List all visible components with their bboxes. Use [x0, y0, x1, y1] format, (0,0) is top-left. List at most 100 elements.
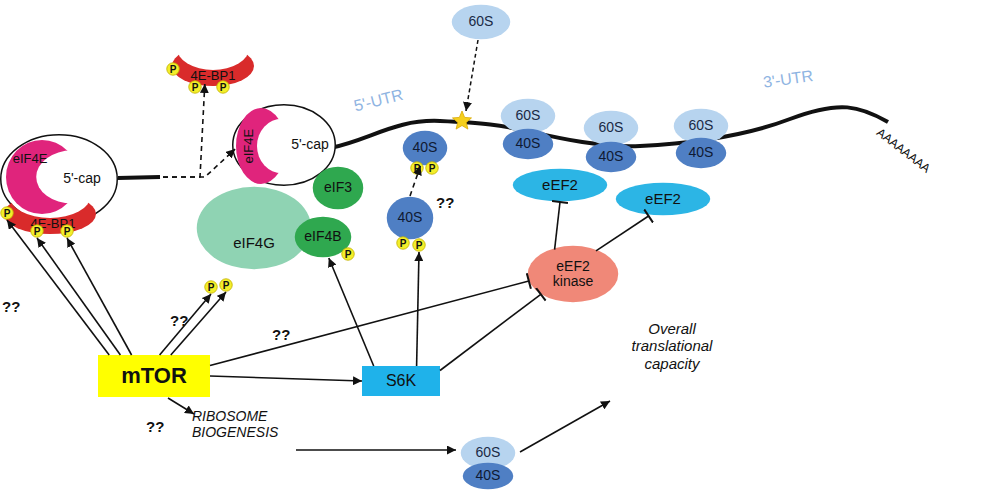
node-text-block: mTOR [98, 355, 210, 397]
ribosome-subunit-fill [463, 463, 514, 490]
elongation-factor-fill [616, 183, 711, 216]
node-label: 40S [398, 210, 423, 225]
activation-arrow [417, 252, 419, 366]
ribosome-subunit: 40S [675, 137, 727, 169]
pathway-arrow [296, 449, 456, 451]
phospho-site: P [60, 224, 74, 238]
node-text-block: 4E-BP1 [4, 194, 96, 234]
node-text-block: 40S [675, 137, 727, 169]
phospho-site: P [396, 236, 410, 250]
node-text-block: P [204, 280, 218, 294]
elongation-factor-fill [513, 169, 608, 202]
node-label: 40S [476, 468, 501, 483]
ribosome-subunit-fill [584, 111, 639, 146]
node-label: 40S [413, 140, 438, 155]
node-label: 60S [469, 14, 494, 29]
kinase-box: mTOR [98, 355, 210, 397]
node-label: P [64, 226, 71, 237]
ribosome-subunit: 60S [500, 98, 556, 134]
activation-arrow [7, 220, 109, 355]
node-label: eIF4E [13, 152, 48, 166]
edge-label: ?? [170, 312, 188, 329]
node-label: eEF2 [645, 191, 681, 208]
node-label: P [414, 163, 421, 174]
node-label: P [4, 208, 11, 219]
phospho-site: P [166, 62, 180, 76]
kinase-box-fill [362, 366, 440, 396]
node-text-block: 60S [451, 4, 511, 40]
node-text-block: P [425, 161, 439, 175]
process-label: RIBOSOME BIOGENESIS [192, 408, 292, 440]
inhibition-arrow [210, 281, 529, 366]
cap-binding-protein: eIF4E [236, 108, 286, 184]
ribosome-subunit: 40S [585, 141, 637, 173]
phospho-site-fill [189, 81, 202, 94]
node-text-block: 40S [462, 462, 514, 490]
node-label: eEF2 kinase [545, 259, 601, 290]
node-text-block: eEF2 [615, 182, 711, 216]
node-label: P [34, 226, 41, 237]
inhibition-arrow [440, 294, 541, 370]
phospho-site-fill [342, 248, 355, 261]
unknown-mark: ?? [436, 194, 454, 211]
ribosome-subunit: 40SPP [386, 196, 434, 240]
start-site-star [453, 111, 472, 129]
phospho-site-fill [217, 81, 230, 94]
phospho-site: P [425, 161, 439, 175]
node-label: S6K [386, 372, 416, 390]
binding-protein: 4E-BP1PPP [172, 46, 254, 86]
node-label: eIF3 [324, 180, 352, 195]
phospho-site: P [30, 224, 44, 238]
node-label: P [416, 240, 423, 251]
node-text-block: P [166, 62, 180, 76]
node-text-block: P [219, 278, 233, 292]
edge-label: ?? [2, 298, 20, 315]
node-text-block: eEF2 [512, 168, 608, 202]
node-text-block: P [188, 80, 202, 94]
node-text-block: 60S [583, 110, 639, 146]
node-label: 40S [689, 145, 714, 160]
phospho-site-fill [167, 63, 180, 76]
phospho-site-fill [61, 225, 74, 238]
node-text-block: P [60, 224, 74, 238]
unknown-mark: ?? [146, 418, 164, 435]
elongation-factor: eEF2 [512, 168, 608, 202]
node-text-block: 40S [585, 141, 637, 173]
ribosome-subunit-fill [586, 142, 637, 173]
ribosome-subunit-fill [452, 5, 511, 40]
dashed-arrow [118, 84, 205, 177]
dashed-arrow [118, 149, 235, 177]
node-label: P [192, 82, 199, 93]
scaffold-protein-fill [197, 187, 312, 270]
node-text-block: 4E-BP1 [172, 46, 254, 86]
activation-arrow [210, 376, 362, 381]
node-text-block: P [216, 80, 230, 94]
ribosome-subunit-fill [676, 138, 727, 169]
phospho-site: P [410, 161, 424, 175]
activation-arrow [67, 238, 132, 355]
ribosome-subunit: 60S [451, 4, 511, 40]
inhibition-arrow [555, 202, 560, 250]
elongation-factor: eEF2 [615, 182, 711, 216]
ribosome-subunit: 40SPP [402, 130, 448, 166]
inhibition-arrow [596, 216, 649, 251]
node-label: P [220, 82, 227, 93]
ribosome-subunit: 60S [583, 110, 639, 146]
phospho-site-fill [413, 239, 426, 252]
scaffold-protein: eIF4GPP [196, 186, 312, 270]
phospho-site-fill [31, 225, 44, 238]
node-text-block: eEF2 kinase [527, 245, 619, 303]
phospho-site: P [412, 238, 426, 252]
node-label: 60S [599, 120, 624, 135]
node-label: eEF2 [542, 177, 578, 194]
binding-protein-fill [172, 46, 254, 86]
node-text-block: 40S [386, 196, 434, 240]
binding-protein-fill [4, 194, 96, 234]
activation-arrow [171, 292, 226, 355]
mrna-strand [118, 177, 160, 178]
node-text-block: eIF4E [236, 108, 286, 184]
cap-binding-protein-fill [236, 108, 286, 184]
node-label: 60S [689, 118, 714, 133]
node-text-block: S6K [362, 366, 440, 396]
